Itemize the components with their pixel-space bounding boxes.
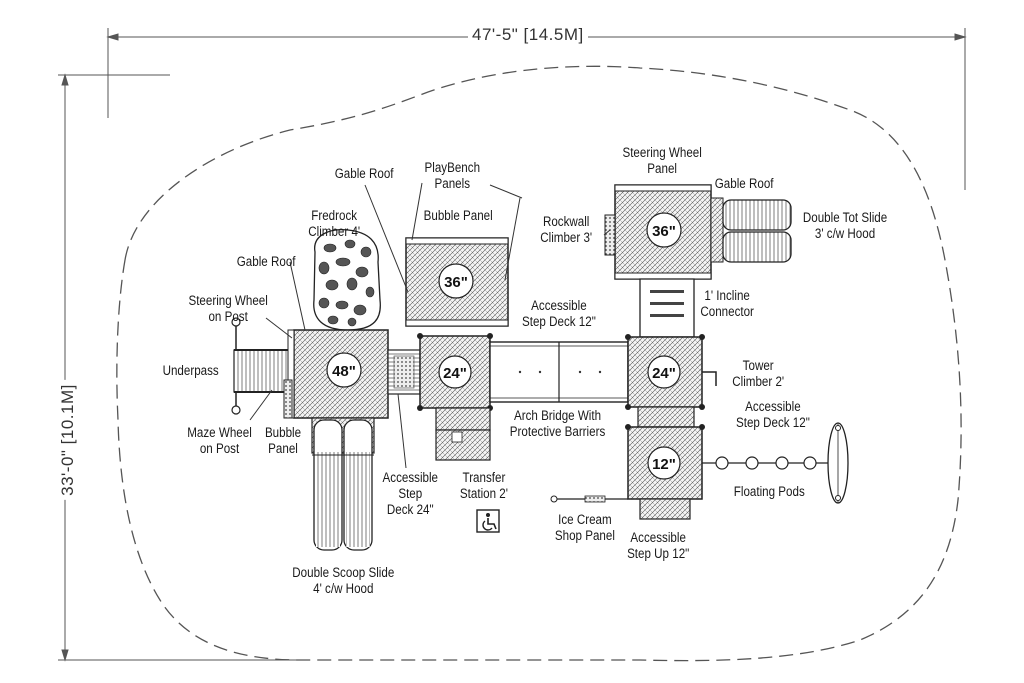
deck-24-left: 24" bbox=[417, 333, 493, 411]
wheelchair-icon bbox=[476, 509, 500, 533]
rockwall-climber bbox=[604, 214, 616, 256]
ice-cream-panel bbox=[550, 495, 628, 503]
acc-step-up-12 bbox=[639, 498, 691, 520]
deck-48: 48" bbox=[287, 329, 389, 419]
label-bubble-panel-top: Bubble Panel bbox=[423, 208, 493, 223]
maze-wheel-post bbox=[231, 392, 241, 415]
label-gable-roof-right: Gable Roof bbox=[714, 176, 774, 191]
label-gable-roof-left: Gable Roof bbox=[236, 254, 296, 269]
double-scoop-slide bbox=[311, 417, 375, 551]
deck-36-left: 36" bbox=[405, 237, 509, 327]
acc-step-deck-12-right bbox=[637, 406, 695, 428]
deck-12: 12" bbox=[625, 424, 705, 500]
deck-24-right-label: 24" bbox=[652, 365, 676, 382]
steering-wheel-post bbox=[231, 317, 241, 350]
width-dimension-label: 47'-5" [14.5M] bbox=[468, 25, 588, 45]
floating-pods bbox=[702, 422, 849, 504]
deck-36-right: 36" bbox=[614, 184, 712, 280]
deck-12-label: 12" bbox=[652, 456, 676, 473]
arch-bridge bbox=[489, 341, 629, 403]
deck-48-label: 48" bbox=[332, 363, 356, 380]
tower-climber bbox=[702, 371, 717, 386]
width-dimension bbox=[106, 28, 967, 190]
deck-24-right: 24" bbox=[625, 334, 705, 410]
deck-36-right-label: 36" bbox=[652, 223, 676, 240]
label-floating-pods: Floating Pods bbox=[733, 484, 805, 499]
use-zone-boundary bbox=[116, 65, 962, 662]
height-dimension bbox=[58, 73, 300, 662]
incline-connector bbox=[639, 278, 695, 338]
label-gable-roof-top: Gable Roof bbox=[334, 166, 394, 181]
deck-24-left-label: 24" bbox=[443, 365, 467, 382]
acc-step-deck-24 bbox=[387, 349, 421, 395]
double-tot-slide bbox=[710, 197, 792, 263]
fredrock-climber bbox=[313, 229, 381, 331]
transfer-station bbox=[435, 407, 491, 461]
leader-lines bbox=[249, 182, 611, 469]
label-underpass: Underpass bbox=[162, 363, 219, 378]
deck-36-left-label: 36" bbox=[444, 274, 468, 291]
height-dimension-label: 33'-0" [10.1M] bbox=[57, 380, 78, 500]
bubble-panel-left bbox=[283, 379, 293, 419]
